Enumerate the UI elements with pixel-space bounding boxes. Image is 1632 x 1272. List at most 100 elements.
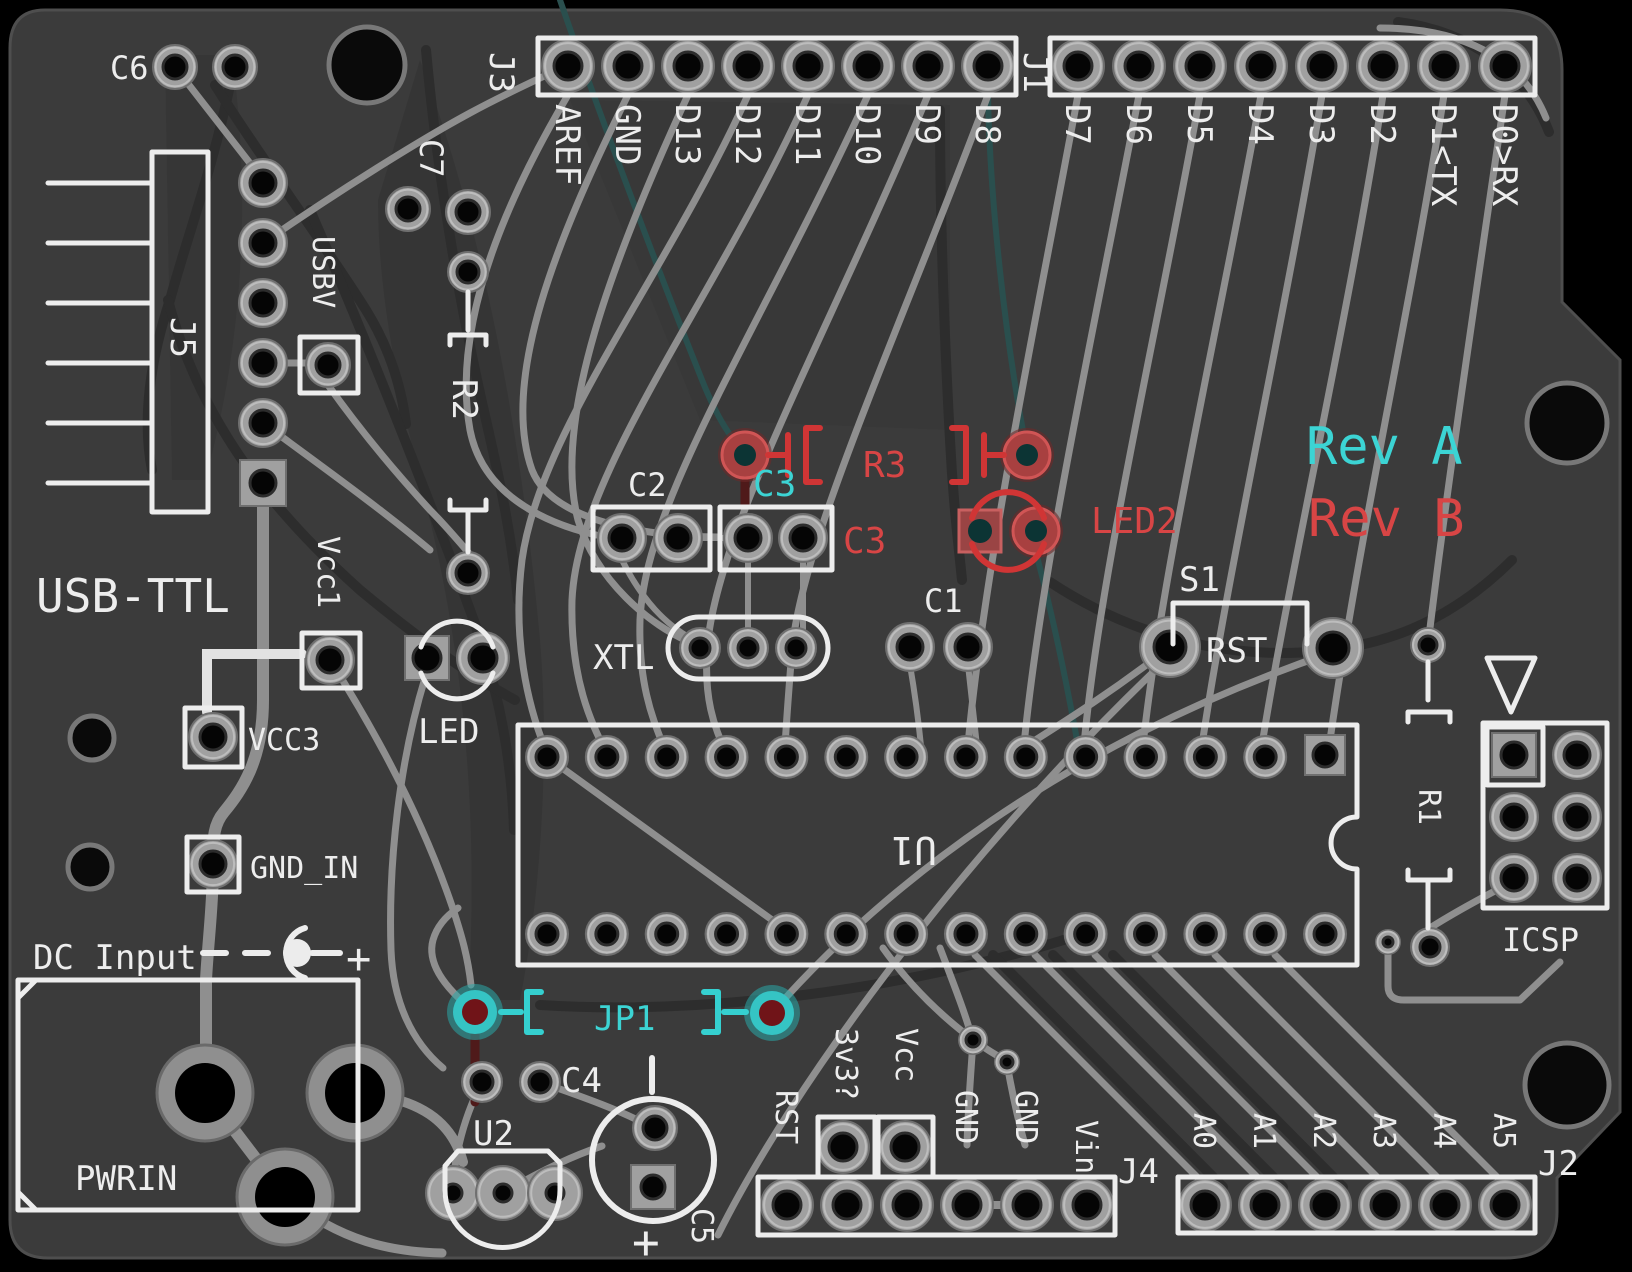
vcc3-label: VCC3	[248, 723, 320, 758]
trace	[1080, 91, 1204, 749]
r2-symbol	[447, 289, 489, 555]
c7-pad	[385, 186, 431, 232]
s1-pad	[1302, 617, 1364, 679]
xtl-pad	[679, 627, 721, 669]
u2-label: U2	[473, 1114, 514, 1154]
led2-anode-pad	[957, 508, 1003, 554]
u1-pin	[1243, 912, 1288, 956]
pin-label-3v3: 3v3?	[828, 1028, 863, 1100]
vcc3-pad	[188, 712, 238, 762]
highlight-trace	[202, 649, 307, 717]
trace	[428, 904, 479, 1016]
j1-pin	[1051, 39, 1105, 93]
s1-pad	[1139, 616, 1201, 678]
trace	[1048, 950, 1288, 1192]
j3-pin	[841, 39, 895, 93]
j4-pin	[820, 1178, 874, 1232]
pwrin-outline	[15, 977, 361, 1213]
u1-pin	[1183, 735, 1228, 779]
pin-label-d6: D6	[1118, 104, 1158, 145]
u1-pin	[1304, 734, 1346, 776]
icsp-pin	[1552, 792, 1602, 842]
pin-label-vcc: Vcc	[888, 1028, 923, 1082]
c5-pad	[630, 1164, 676, 1210]
labels: J3 AREF GND D13 D12 D11 D10 D9 D8 J1 D7 …	[33, 49, 1579, 1269]
trace	[324, 381, 472, 556]
xtl-outline	[665, 614, 831, 682]
u1-socket-outline	[515, 722, 1360, 968]
jp1-label: JP1	[594, 999, 655, 1039]
s1-switch-outline	[1170, 600, 1310, 647]
mounting-hole	[1522, 1040, 1612, 1130]
dc-input-label: DC Input	[33, 938, 197, 978]
j5-pad	[238, 278, 288, 328]
u1-pin	[525, 735, 569, 779]
c3-pad	[778, 513, 828, 563]
pin-label-d12: D12	[727, 104, 767, 165]
c3-pad	[723, 513, 773, 563]
j2-pin	[1298, 1178, 1352, 1232]
vcc3-pad-outline	[182, 705, 245, 770]
trace	[421, 45, 523, 605]
r1-symbol	[1405, 659, 1453, 931]
c3-label-right: C3	[843, 521, 886, 562]
led2-label: LED2	[1091, 501, 1178, 542]
u1-pin	[764, 735, 809, 779]
trace	[971, 951, 1209, 1189]
mounting-hole	[67, 713, 117, 763]
j3-pin	[601, 39, 655, 93]
j1-pin	[1478, 39, 1532, 93]
u1-pin	[704, 912, 749, 956]
j3-pin	[541, 39, 595, 93]
jp1-pad	[744, 985, 800, 1041]
j2-pin	[1358, 1178, 1412, 1232]
vcc1-pad	[305, 635, 355, 685]
pin-label-d1tx: D1<TX	[1423, 104, 1463, 207]
rev-a-label: Rev A	[1306, 417, 1463, 477]
pin-label-a5: A5	[1486, 1113, 1521, 1149]
pin-label-d3: D3	[1301, 104, 1341, 145]
pin-label-a1: A1	[1246, 1113, 1281, 1149]
pin-label-aref: AREF	[547, 104, 587, 186]
pin-label-a0: A0	[1186, 1113, 1221, 1149]
r3-pad	[1000, 428, 1054, 482]
mounting-hole	[65, 842, 115, 892]
trace	[1271, 951, 1509, 1189]
usbv-pad	[305, 342, 351, 388]
u1-label: U1	[891, 828, 937, 872]
led2-pad	[1009, 504, 1063, 558]
trace	[1031, 951, 1269, 1189]
c3-outline	[717, 504, 835, 573]
j1-pin	[1234, 39, 1288, 93]
jumper-pad	[878, 1120, 932, 1174]
c2-label: C2	[628, 466, 667, 504]
pin-label-rst: RST	[768, 1090, 803, 1144]
icsp-pin	[1552, 853, 1602, 903]
u2-pad	[425, 1165, 481, 1221]
dc-plus-mark: +	[346, 934, 371, 983]
trace	[326, 656, 475, 989]
u1-pin	[884, 912, 929, 956]
pin-label-d0rx: D0>RX	[1484, 104, 1524, 207]
j3-header-outline	[535, 35, 1019, 98]
c4-pad	[519, 1061, 561, 1103]
trace	[171, 63, 267, 184]
pin-label-d10: D10	[847, 104, 887, 165]
triangle-mark	[1484, 655, 1538, 715]
icsp-pin-1	[1491, 732, 1537, 778]
trace	[1108, 950, 1348, 1192]
c3-label-top: C3	[753, 464, 796, 505]
gnd-in-label: GND_IN	[250, 851, 358, 886]
j1-ref-label: J1	[1015, 52, 1055, 93]
j1-pin	[1417, 39, 1471, 93]
r3-symbol	[765, 425, 1007, 485]
u1-pin	[1003, 735, 1048, 779]
j4-header-outline	[755, 1174, 1118, 1238]
trace	[210, 80, 411, 429]
r1-label: R1	[1411, 789, 1446, 825]
r2-pad	[447, 251, 489, 293]
trace	[1091, 951, 1329, 1189]
j4-ref-label: J4	[1118, 1152, 1159, 1192]
u1-pin	[1003, 912, 1048, 956]
